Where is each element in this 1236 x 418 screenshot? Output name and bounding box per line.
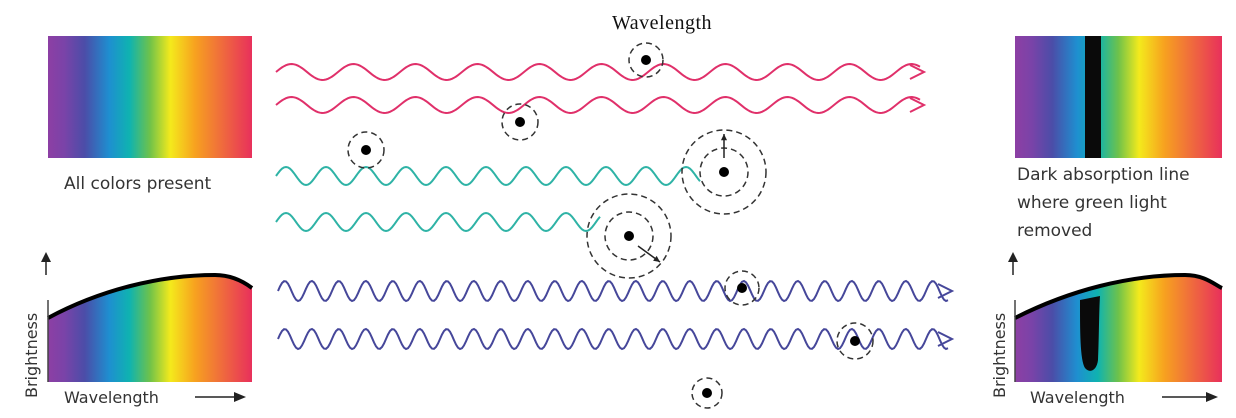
right-caption-line-3: removed [1017,221,1093,241]
left-brightness-curve [47,272,254,320]
absorption-dip [1080,296,1100,371]
left-spectrum-panel [48,36,252,158]
atom-2 [501,103,539,141]
atom-1 [628,42,664,78]
blue-wave-2-arrowhead [937,331,955,347]
left-graph-fill [48,275,252,382]
blue-wave-1 [277,279,949,303]
red-wave-2 [275,95,921,115]
red-wave-1 [275,62,921,82]
atom-8 [691,377,723,409]
right-spectrum-bar [1015,36,1222,158]
atoms [347,42,874,409]
atom-3 [347,131,385,169]
atom-5 [586,193,672,279]
red-wave-1-arrowhead [909,64,927,80]
diagram-title: Wavelength [612,12,713,34]
right-brightness-graph [1008,252,1223,402]
right-y-axis-arrowhead [1008,252,1018,262]
right-x-axis-label: Wavelength [1030,388,1125,407]
right-caption-line-1: Dark absorption line [1017,165,1190,185]
right-y-axis-label: Brightness [990,312,1009,398]
atom-6 [724,270,760,306]
left-y-axis-arrowhead [41,252,51,262]
photon-waves [275,62,955,351]
blue-wave-1-arrowhead [937,283,955,299]
left-y-axis-label: Brightness [22,312,41,398]
left-x-axis-label: Wavelength [64,388,159,407]
right-x-axis-arrowhead [1206,392,1218,402]
right-caption-line-2: where green light [1017,193,1167,213]
teal-wave-2 [275,211,601,233]
right-spectrum-panel [1015,36,1222,158]
left-x-axis-arrowhead [234,392,246,402]
red-wave-2-arrowhead [909,97,927,113]
left-brightness-graph [41,252,254,402]
teal-wave-1 [275,165,701,187]
atom-7 [836,322,874,360]
absorption-line [1085,36,1101,158]
left-spectrum-bar [48,36,252,158]
right-graph-fill [1015,275,1222,382]
electron-jump-arrow-2-head [653,255,660,262]
left-caption: All colors present [64,174,212,194]
right-brightness-curve [1014,272,1223,320]
electron-jump-arrow-1-head [720,134,728,141]
blue-wave-2 [277,327,949,351]
